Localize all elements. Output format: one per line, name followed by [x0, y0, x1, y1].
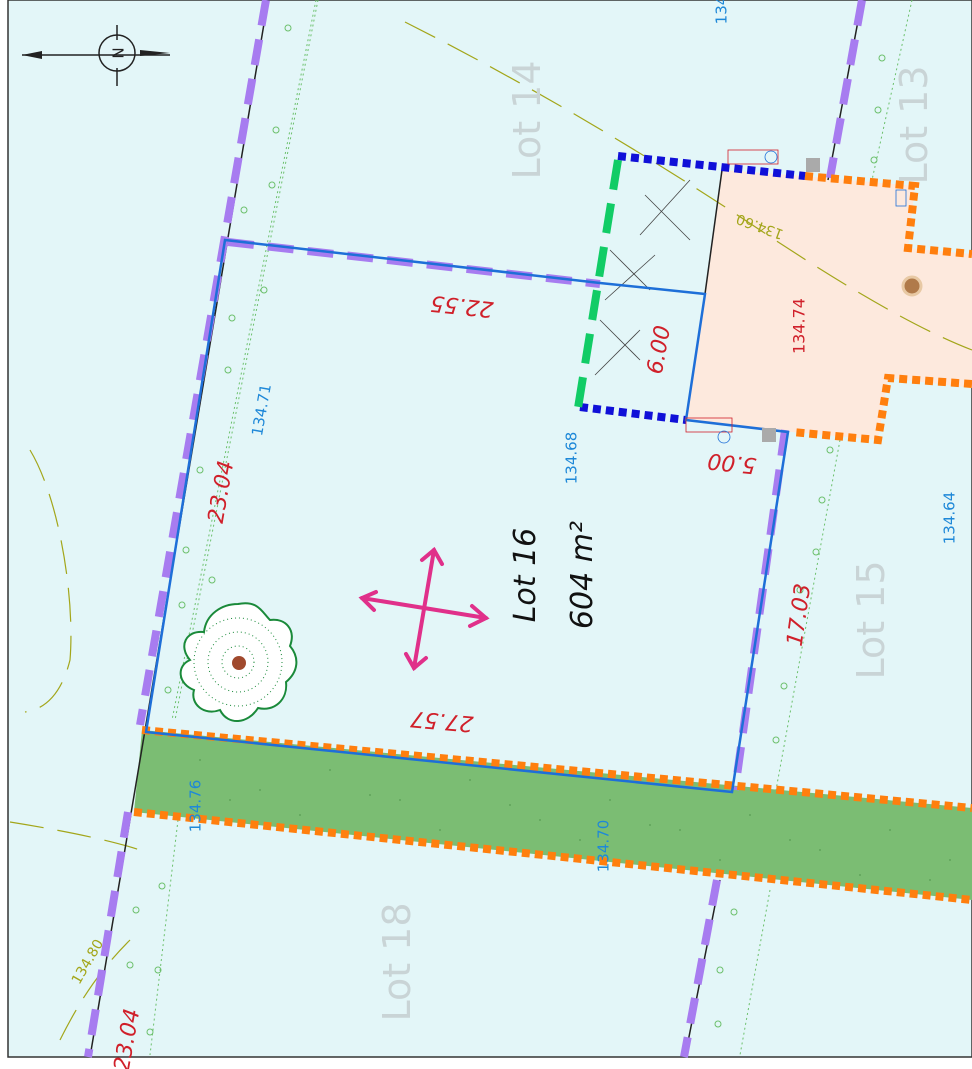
elev-134-76: 134.76	[187, 780, 205, 833]
easement-texture	[199, 759, 951, 881]
contour-lines	[9, 21, 972, 1041]
lot-13-label: Lot 13	[892, 65, 936, 184]
tree-icon	[179, 602, 298, 722]
elev-134-top: 134	[713, 0, 731, 24]
elev-134-64: 134.64	[941, 492, 959, 545]
lot-18-label: Lot 18	[375, 902, 419, 1021]
offset-lines	[149, 0, 913, 1056]
lot-15-label: Lot 15	[849, 560, 893, 679]
lot-16-title: Lot 16	[508, 528, 543, 623]
dim-bottom: 27.57	[409, 705, 474, 735]
elev-134-74: 134.74	[790, 298, 809, 354]
garage-hatch	[594, 179, 691, 376]
offset-markers	[126, 24, 886, 1036]
north-arrow-icon: N	[22, 25, 170, 86]
building-outline-orange	[133, 172, 972, 904]
easement-strip	[134, 730, 972, 900]
north-label: N	[109, 47, 127, 58]
lot-14-label: Lot 14	[505, 60, 549, 179]
elev-134-68: 134.68	[563, 432, 581, 485]
map-frame	[7, 0, 972, 1058]
elev-134-70: 134.70	[595, 820, 613, 873]
dim-setback-front: 5.00	[706, 448, 757, 478]
building-footprint	[686, 170, 972, 440]
lot-boundaries-purple	[84, 0, 866, 1058]
service-pit-bottom	[762, 428, 776, 442]
orientation-arrows-icon	[358, 546, 490, 672]
survey-mark-icon	[901, 275, 923, 297]
service-pit-top	[806, 158, 820, 172]
lot-16-area: 604 m²	[565, 521, 600, 629]
lot16-boundary	[144, 238, 790, 794]
utility-symbols	[685, 149, 907, 444]
garage-outline-navy	[579, 152, 806, 424]
